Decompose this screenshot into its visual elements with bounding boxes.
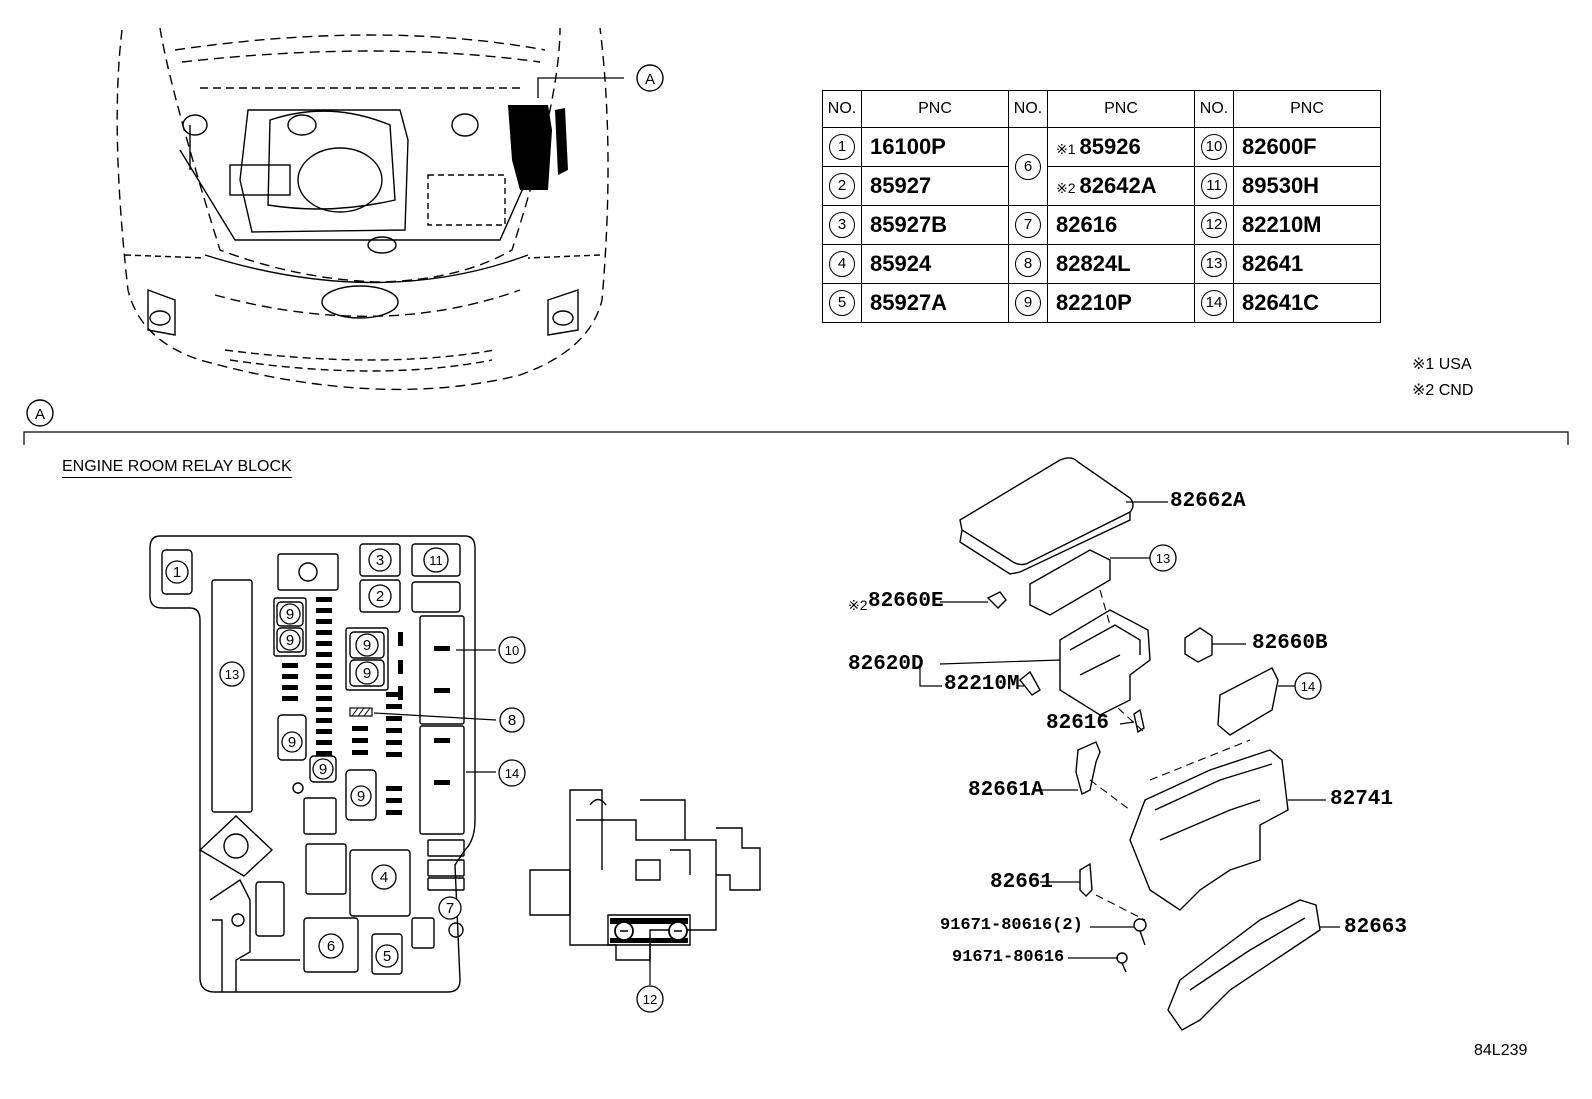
block-callout-8: 8: [508, 712, 516, 729]
part-82741: 82741: [1330, 788, 1394, 811]
pnc-cell: 82824L: [1047, 244, 1195, 284]
part-82661: 82661: [990, 871, 1054, 894]
row-number: 7: [1015, 212, 1041, 238]
header-no-2: NO.: [1008, 90, 1048, 128]
pnc-cell: 82641: [1233, 244, 1381, 284]
block-callout-9g: 9: [357, 788, 365, 805]
block-callout-10: 10: [505, 643, 519, 658]
block-callout-6: 6: [327, 938, 335, 955]
relay-block-side-view: 12: [529, 789, 761, 1013]
pnc-value: 85926: [1079, 134, 1141, 159]
block-callout-11: 11: [429, 553, 443, 568]
region-mark: ※2: [1056, 180, 1076, 196]
pnc-cell: 85927: [861, 166, 1009, 206]
vehicle-front-view: A: [116, 27, 664, 391]
region-mark: ※1: [1056, 141, 1076, 157]
pnc-cell: 89530H: [1233, 166, 1381, 206]
table-row: 4 85924 8 82824L 13 82641: [822, 244, 1381, 284]
exploded-view: 13 14: [919, 457, 1340, 1031]
part-82210m: 82210M: [944, 673, 1020, 696]
part-82660b: 82660B: [1252, 632, 1328, 655]
row-number: 5: [829, 290, 855, 316]
pnc-cell: 82210M: [1233, 205, 1381, 245]
part-82663: 82663: [1344, 916, 1408, 939]
pnc-cell: 85924: [861, 244, 1009, 284]
callout-a-top: A: [645, 71, 655, 88]
block-callout-13: 13: [225, 667, 239, 682]
block-callout-4: 4: [380, 869, 388, 886]
part-91671-80616: 91671-80616: [952, 948, 1065, 967]
block-callout-14: 14: [505, 766, 519, 781]
figure-id: 84L239: [1474, 1042, 1528, 1059]
row-number: 2: [829, 173, 855, 199]
row-number: 13: [1201, 251, 1227, 277]
block-callout-9e: 9: [288, 734, 296, 751]
exploded-callout-14: 14: [1301, 679, 1315, 694]
row-number: 6: [1015, 153, 1041, 180]
row-number: 11: [1201, 173, 1227, 199]
side-callout-12: 12: [643, 992, 657, 1007]
part-82660e-mark: ※2: [848, 597, 868, 613]
part-82620d: 82620D: [848, 653, 924, 676]
part-82661a: 82661A: [968, 779, 1044, 802]
note-cnd: ※2 CND: [1412, 382, 1474, 399]
row-number: 10: [1201, 134, 1227, 160]
row-number: 1: [829, 134, 855, 160]
relay-block-diagram: 1 13 3 11 2 9 9 9 9 9 9 9 10 8 14 4 6 5 …: [149, 535, 526, 993]
pnc-value: 82642A: [1079, 173, 1157, 198]
block-callout-5: 5: [383, 948, 391, 965]
section-marker: A: [35, 406, 45, 423]
header-pnc-3: PNC: [1233, 90, 1381, 128]
pnc-cell: 16100P: [861, 127, 1009, 167]
pnc-cell: 85927A: [861, 283, 1009, 323]
block-callout-9b: 9: [286, 632, 294, 649]
row-number: 14: [1201, 290, 1227, 316]
row-number: 8: [1015, 251, 1041, 277]
block-callout-9d: 9: [363, 665, 371, 682]
block-callout-3: 3: [376, 552, 384, 569]
exploded-callout-13: 13: [1156, 551, 1170, 566]
table-row: 3 85927B 7 82616 12 82210M: [822, 205, 1381, 245]
header-no-1: NO.: [822, 90, 862, 128]
block-callout-9c: 9: [363, 637, 371, 654]
row-number: 12: [1201, 212, 1227, 238]
part-82662a: 82662A: [1170, 490, 1246, 513]
block-callout-9a: 9: [286, 606, 294, 623]
row-number: 9: [1015, 290, 1041, 316]
header-no-3: NO.: [1194, 90, 1234, 128]
note-usa: ※1 USA: [1412, 356, 1472, 373]
header-pnc-1: PNC: [861, 90, 1009, 128]
block-callout-7: 7: [446, 900, 454, 917]
table-header-row: NO. PNC NO. PNC NO. PNC: [822, 90, 1381, 128]
block-callout-1: 1: [173, 564, 181, 581]
pnc-cell: 82600F: [1233, 127, 1381, 167]
table-row: 5 85927A 9 82210P 14 82641C: [822, 283, 1381, 323]
row-number: 3: [829, 212, 855, 238]
pnc-cell: 85927B: [861, 205, 1009, 245]
header-pnc-2: PNC: [1047, 90, 1195, 128]
part-82660e: 82660E: [868, 590, 944, 613]
pnc-cell: 82616: [1047, 205, 1195, 245]
part-91671-80616-qty2: 91671-80616(2): [940, 916, 1083, 935]
row-number: 4: [829, 251, 855, 277]
part-82616: 82616: [1046, 712, 1110, 735]
block-callout-9f: 9: [319, 761, 327, 778]
pnc-cell: 82210P: [1047, 283, 1195, 323]
block-callout-2: 2: [376, 588, 384, 605]
pnc-cell: 82641C: [1233, 283, 1381, 323]
section-title: ENGINE ROOM RELAY BLOCK: [62, 458, 292, 478]
section-divider: A: [23, 399, 1569, 445]
callout-a-circle: [636, 64, 664, 92]
